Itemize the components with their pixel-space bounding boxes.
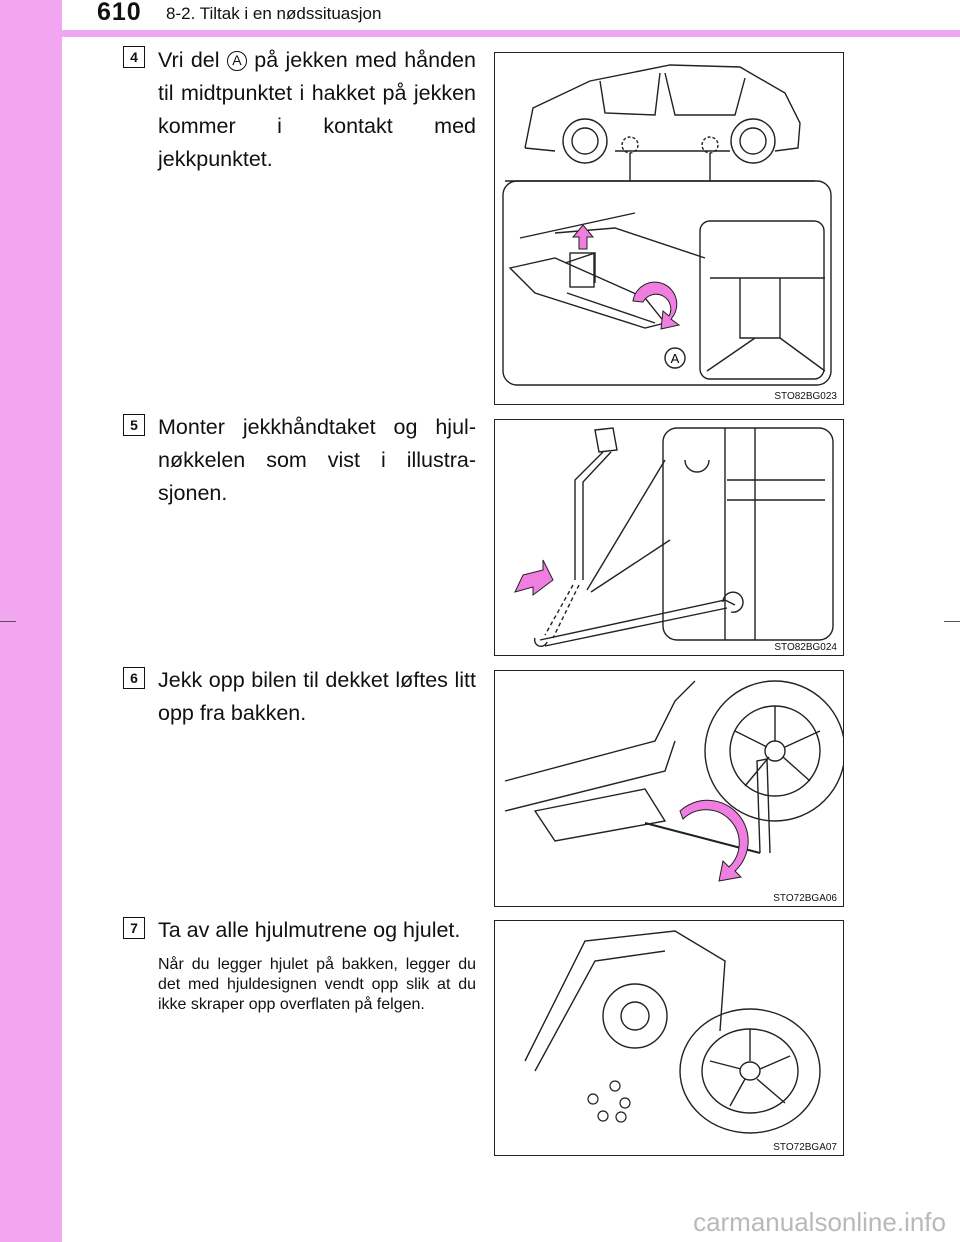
figure-code: STO82BG024: [774, 642, 837, 653]
car-icon: [524, 64, 801, 164]
figure-code: STO82BG023: [774, 391, 837, 402]
step-5-text: Monter jekkhåndtaket og hjul­nøkkelen so…: [158, 415, 476, 505]
step-7-text: Ta av alle hjulmutrene og hjulet.: [158, 918, 461, 942]
remove-wheel-illustration: [524, 930, 821, 1134]
jack-handle: [539, 599, 736, 647]
turn-arrow-icon: [679, 799, 749, 882]
step-6-text: Jekk opp bilen til dekket løftes litt op…: [158, 668, 476, 725]
up-arrow-icon: [571, 224, 595, 250]
page-number: 610: [97, 0, 142, 26]
figure-code: STO72BGA06: [773, 893, 837, 904]
marker-a-icon: A: [226, 50, 247, 71]
figure-step-5: STO82BG024: [494, 419, 844, 656]
step-number-4: 4: [123, 46, 145, 68]
jack-point-illustration: A: [502, 64, 832, 386]
step-7-note: Når du legger hjulet på bakken, legger d…: [158, 956, 476, 1013]
wheel-icon: [704, 680, 843, 822]
header-rule: [62, 30, 960, 37]
figure-step-6: STO72BGA06: [494, 670, 844, 907]
step-4-text: Vri del A på jekken med hån­den til midt…: [158, 44, 476, 176]
crop-mark-right: [944, 621, 960, 622]
section-title: 8-2. Tiltak i en nødssituasjon: [166, 4, 382, 23]
turn-arrow-icon: [514, 559, 554, 596]
step-4-text-before: Vri del: [158, 48, 220, 72]
step-number-6: 6: [123, 667, 145, 689]
wheel-icon: [679, 1008, 821, 1134]
jack-icon: [533, 788, 667, 842]
crop-mark-left: [0, 621, 16, 622]
lift-car-illustration: [504, 680, 843, 882]
step-4-text-after: på jekken med hån­den til midtpunktet i …: [158, 48, 476, 171]
figure-step-4: A STO82BG023: [494, 52, 844, 405]
figure-label-a: A: [671, 351, 680, 366]
figure-step-7: STO72BGA07: [494, 920, 844, 1156]
lug-nut-icon: [587, 1080, 631, 1123]
step-number-5: 5: [123, 414, 145, 436]
watermark: carmanualsonline.info: [693, 1207, 946, 1237]
step-number-7: 7: [123, 917, 145, 939]
turn-arrow-icon: [632, 281, 681, 330]
handle-wrench-illustration: [514, 427, 834, 648]
figure-code: STO72BGA07: [773, 1142, 837, 1153]
